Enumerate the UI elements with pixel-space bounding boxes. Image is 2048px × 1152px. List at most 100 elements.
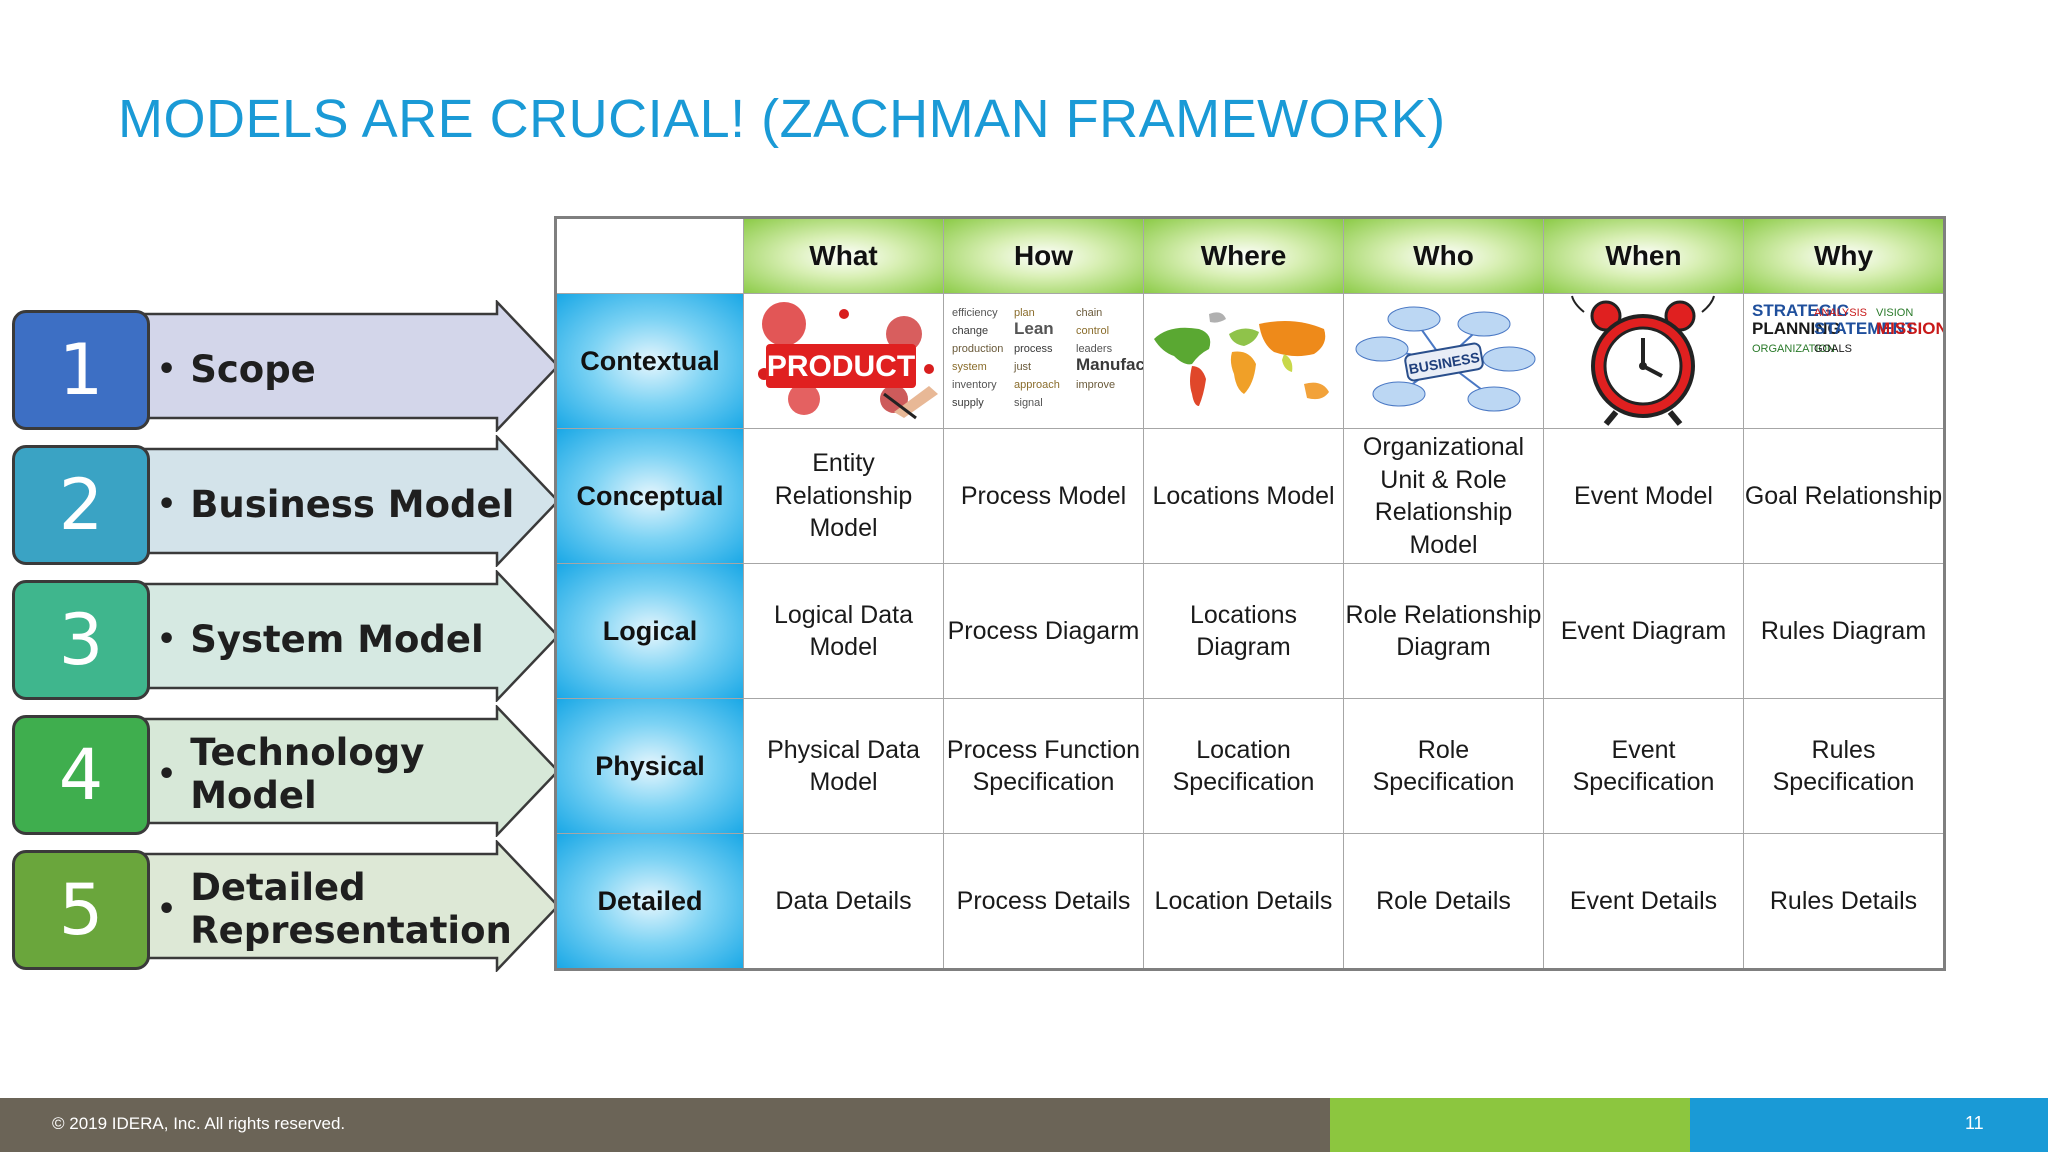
cell-detailed-what: Data Details xyxy=(743,833,944,970)
word-cloud-word: ANALYSIS xyxy=(1814,307,1867,319)
word-cloud-word: improve xyxy=(1076,379,1115,391)
cell-logical-what: Logical Data Model xyxy=(743,563,944,699)
header-row: What How Where Who When Why xyxy=(555,217,1945,294)
footer-segment-gray: © 2019 IDERA, Inc. All rights reserved. xyxy=(0,1098,1330,1152)
level-arrow xyxy=(142,300,560,432)
table-row-physical: Physical Physical Data Model Process Fun… xyxy=(555,698,1945,834)
word-cloud-word: production xyxy=(952,343,1003,355)
cell-physical-where: Location Specification xyxy=(1143,698,1344,834)
row-header-logical: Logical xyxy=(555,563,744,699)
word-cloud-word: leaders xyxy=(1076,343,1113,355)
word-cloud-word: approach xyxy=(1014,379,1060,391)
level-label: • System Model xyxy=(157,570,547,710)
level-label: •Scope xyxy=(157,300,547,440)
copyright-text: © 2019 IDERA, Inc. All rights reserved. xyxy=(52,1114,346,1133)
cell-conceptual-where: Locations Model xyxy=(1143,428,1344,564)
word-cloud-word: efficiency xyxy=(952,307,998,319)
level-arrow xyxy=(142,570,560,702)
cell-logical-where: Locations Diagram xyxy=(1143,563,1344,699)
level-number-badge: 3 xyxy=(12,580,150,700)
level-label-text: Scope xyxy=(190,347,316,391)
cell-conceptual-what: Entity Relationship Model xyxy=(743,428,944,564)
word-cloud-word: signal xyxy=(1014,397,1043,409)
level-item: 1•Scope xyxy=(12,300,560,432)
word-cloud-word: just xyxy=(1013,361,1031,373)
footer-segment-blue xyxy=(1690,1098,2048,1152)
bullet-icon: • xyxy=(157,891,177,927)
level-label-text: Business Model xyxy=(190,482,515,526)
cell-detailed-who: Role Details xyxy=(1343,833,1544,970)
column-header-where: Where xyxy=(1143,217,1344,294)
word-cloud-word: GOALS xyxy=(1814,343,1852,355)
cell-conceptual-why: Goal Relationship xyxy=(1743,428,1945,564)
product-image: PRODUCT xyxy=(743,293,944,429)
cell-conceptual-who: Organizational Unit & Role Relationship … xyxy=(1343,428,1544,564)
product-image-text: PRODUCT xyxy=(767,350,915,383)
cell-conceptual-how: Process Model xyxy=(943,428,1144,564)
column-header-when: When xyxy=(1543,217,1744,294)
column-header-why: Why xyxy=(1743,217,1945,294)
table-row-contextual: Contextual PRODUCT efficiency plan chain ch… xyxy=(555,293,1945,429)
cell-logical-who: Role Relationship Diagram xyxy=(1343,563,1544,699)
word-cloud-word: MISSION xyxy=(1876,319,1943,338)
word-cloud-word: Lean xyxy=(1014,319,1054,338)
zachman-table: What How Where Who When Why Contextual P… xyxy=(554,216,1946,971)
level-label-text: System Model xyxy=(190,617,484,661)
word-cloud-word: system xyxy=(952,361,987,373)
word-cloud-word: inventory xyxy=(952,379,997,391)
level-label-text: Technology Model xyxy=(190,731,425,817)
cell-detailed-when: Event Details xyxy=(1543,833,1744,970)
business-diagram-image: BUSINESS xyxy=(1343,293,1544,429)
row-header-contextual: Contextual xyxy=(555,293,744,429)
level-arrow xyxy=(142,435,560,567)
word-cloud-word: ORGANIZATION xyxy=(1752,343,1835,355)
level-label: •Technology Model xyxy=(157,705,547,845)
cell-logical-when: Event Diagram xyxy=(1543,563,1744,699)
footer-bar: © 2019 IDERA, Inc. All rights reserved. … xyxy=(0,1098,2048,1152)
table-row-detailed: Detailed Data Details Process Details Lo… xyxy=(555,833,1945,970)
page-number: 11 xyxy=(1965,1113,1984,1133)
cell-detailed-why: Rules Details xyxy=(1743,833,1945,970)
bullet-icon: • xyxy=(157,486,177,522)
word-cloud-word: Manufacturing xyxy=(1076,355,1143,374)
level-label-text: Detailed Representation xyxy=(190,866,512,952)
level-item: 5• Detailed Representation xyxy=(12,840,560,972)
column-header-what: What xyxy=(743,217,944,294)
level-number-badge: 5 xyxy=(12,850,150,970)
word-cloud-word: plan xyxy=(1014,307,1035,319)
word-cloud-word: PLANNING xyxy=(1752,319,1841,338)
level-arrow xyxy=(142,705,560,837)
bullet-icon: • xyxy=(157,621,177,657)
level-item: 4•Technology Model xyxy=(12,705,560,837)
cell-logical-how: Process Diagarm xyxy=(943,563,1144,699)
word-cloud-word: STRATEGIC xyxy=(1752,301,1849,320)
table-row-conceptual: Conceptual Entity Relationship Model Pro… xyxy=(555,428,1945,564)
page-title: MODELS ARE CRUCIAL! (ZACHMAN FRAMEWORK) xyxy=(118,89,1446,149)
level-item: 3• System Model xyxy=(12,570,560,702)
level-label: • Detailed Representation xyxy=(157,840,547,980)
level-label: • Business Model xyxy=(157,435,547,575)
level-number-badge: 2 xyxy=(12,445,150,565)
word-cloud-word: VISION xyxy=(1876,307,1913,319)
manufacturing-word-cloud-image: efficiency plan chain change Lean control prod… xyxy=(943,293,1144,429)
cell-physical-what: Physical Data Model xyxy=(743,698,944,834)
row-header-physical: Physical xyxy=(555,698,744,834)
level-number-badge: 1 xyxy=(12,310,150,430)
word-cloud-word: control xyxy=(1076,325,1109,337)
word-cloud-word: change xyxy=(952,325,988,337)
word-cloud-word: process xyxy=(1014,343,1053,355)
row-header-detailed: Detailed xyxy=(555,833,744,970)
cell-physical-who: Role Specification xyxy=(1343,698,1544,834)
level-item: 2• Business Model xyxy=(12,435,560,567)
word-cloud-word: chain xyxy=(1076,307,1102,319)
world-map-image xyxy=(1143,293,1344,429)
column-header-how: How xyxy=(943,217,1144,294)
level-number-badge: 4 xyxy=(12,715,150,835)
row-header-conceptual: Conceptual xyxy=(555,428,744,564)
cell-physical-when: Event Specification xyxy=(1543,698,1744,834)
cell-physical-how: Process Function Specification xyxy=(943,698,1144,834)
cell-physical-why: Rules Specification xyxy=(1743,698,1945,834)
table-corner xyxy=(555,217,744,294)
word-cloud-word: STATEMENT xyxy=(1814,319,1916,338)
